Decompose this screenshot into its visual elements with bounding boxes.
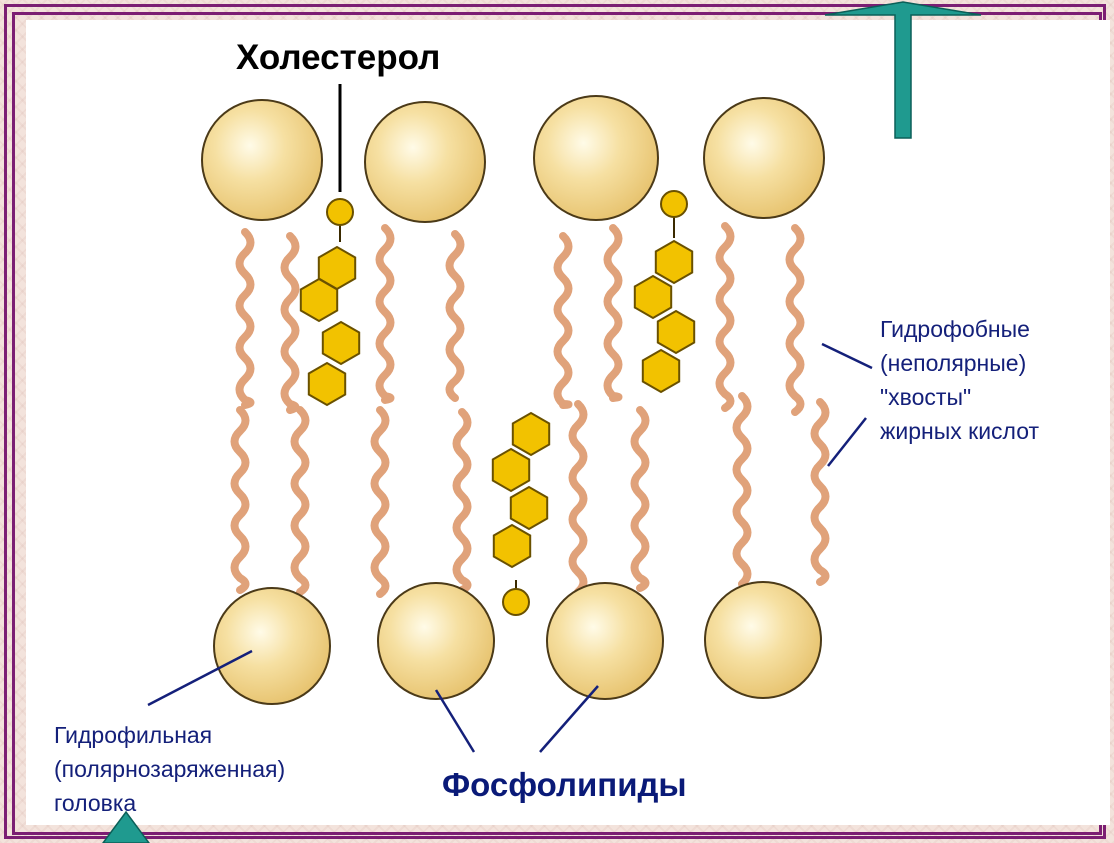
phospholipid-head xyxy=(547,583,663,699)
cholesterol-ring xyxy=(656,241,692,283)
hydrophilic-line-1: Гидрофильная xyxy=(54,718,285,752)
cholesterol-ring xyxy=(513,413,549,455)
cholesterol-ring xyxy=(658,311,694,353)
fatty-acid-tail xyxy=(573,404,584,592)
fatty-acid-tail xyxy=(635,410,646,588)
fatty-acid-tail xyxy=(295,410,306,592)
fatty-acid-tail xyxy=(815,402,826,582)
fatty-acid-tail xyxy=(720,226,731,408)
hydrophobic-pointer-1 xyxy=(822,344,872,368)
cholesterol-ring xyxy=(301,279,337,321)
fatty-acid-tail xyxy=(285,236,296,410)
cholesterol-ring xyxy=(494,525,530,567)
hydrophobic-line-3: "хвосты" xyxy=(880,380,1039,414)
fatty-acid-tail xyxy=(235,410,246,590)
fatty-acid-tail xyxy=(737,396,748,584)
cholesterol-ring xyxy=(493,449,529,491)
fatty-acid-tail xyxy=(380,228,391,400)
phospholipid-head xyxy=(202,100,322,220)
hydrophilic-line-3: головка xyxy=(54,786,285,820)
cholesterol-hydroxyl xyxy=(661,191,687,217)
fatty-acid-tail xyxy=(558,236,569,405)
fatty-acid-tail xyxy=(240,232,251,405)
phospholipid-head xyxy=(705,582,821,698)
cholesterol-hydroxyl xyxy=(327,199,353,225)
up-arrow-icon[interactable] xyxy=(825,2,981,138)
phospholipids-label: Фосфолипиды xyxy=(442,766,687,804)
cholesterol-ring xyxy=(309,363,345,405)
fatty-acid-tail xyxy=(375,410,386,594)
fatty-acid-tail xyxy=(457,412,468,590)
phospholipid-head xyxy=(378,583,494,699)
phospholipid-head xyxy=(704,98,824,218)
phospholipid-pointer-2 xyxy=(540,686,598,752)
cholesterol-hydroxyl xyxy=(503,589,529,615)
hydrophobic-tails-label: Гидрофобные (неполярные) "хвосты" жирных… xyxy=(880,312,1039,448)
phospholipid-pointer-1 xyxy=(436,690,474,752)
hydrophobic-pointer-2 xyxy=(828,418,866,466)
hydrophobic-line-2: (неполярные) xyxy=(880,346,1039,380)
cholesterol-molecules xyxy=(301,191,694,615)
cholesterol-ring xyxy=(635,276,671,318)
fatty-acid-tail xyxy=(608,228,619,398)
cholesterol-label: Холестерол xyxy=(236,38,440,78)
hydrophilic-head-label: Гидрофильная (полярнозаряженная) головка xyxy=(54,718,285,820)
phospholipid-head xyxy=(214,588,330,704)
phospholipid-head xyxy=(534,96,658,220)
hydrophobic-line-4: жирных кислот xyxy=(880,414,1039,448)
hydrophobic-line-1: Гидрофобные xyxy=(880,312,1039,346)
cholesterol-ring xyxy=(511,487,547,529)
cholesterol-ring xyxy=(323,322,359,364)
fatty-acid-tail xyxy=(450,234,461,398)
cholesterol-ring xyxy=(643,350,679,392)
fatty-acid-tail xyxy=(790,228,801,412)
phospholipid-head xyxy=(365,102,485,222)
hydrophilic-line-2: (полярнозаряженная) xyxy=(54,752,285,786)
